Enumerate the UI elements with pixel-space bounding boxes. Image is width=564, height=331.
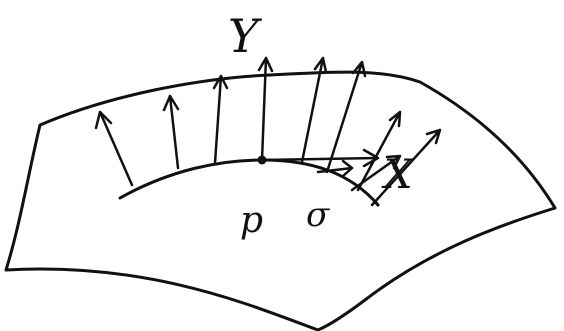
surface-outline (6, 72, 555, 330)
y-arrow (214, 76, 227, 163)
label-x: X (381, 152, 414, 198)
y-arrow (164, 96, 178, 168)
x-arrow-at-p (262, 150, 378, 166)
y-arrow (327, 62, 365, 172)
label-p: p (240, 200, 263, 241)
y-arrow (96, 112, 132, 185)
label-sigma: σ (306, 195, 330, 235)
label-y: Y (228, 9, 263, 63)
curve-sigma (120, 160, 378, 205)
y-arrow-at-p (259, 58, 272, 160)
vector-field-x (262, 130, 440, 205)
